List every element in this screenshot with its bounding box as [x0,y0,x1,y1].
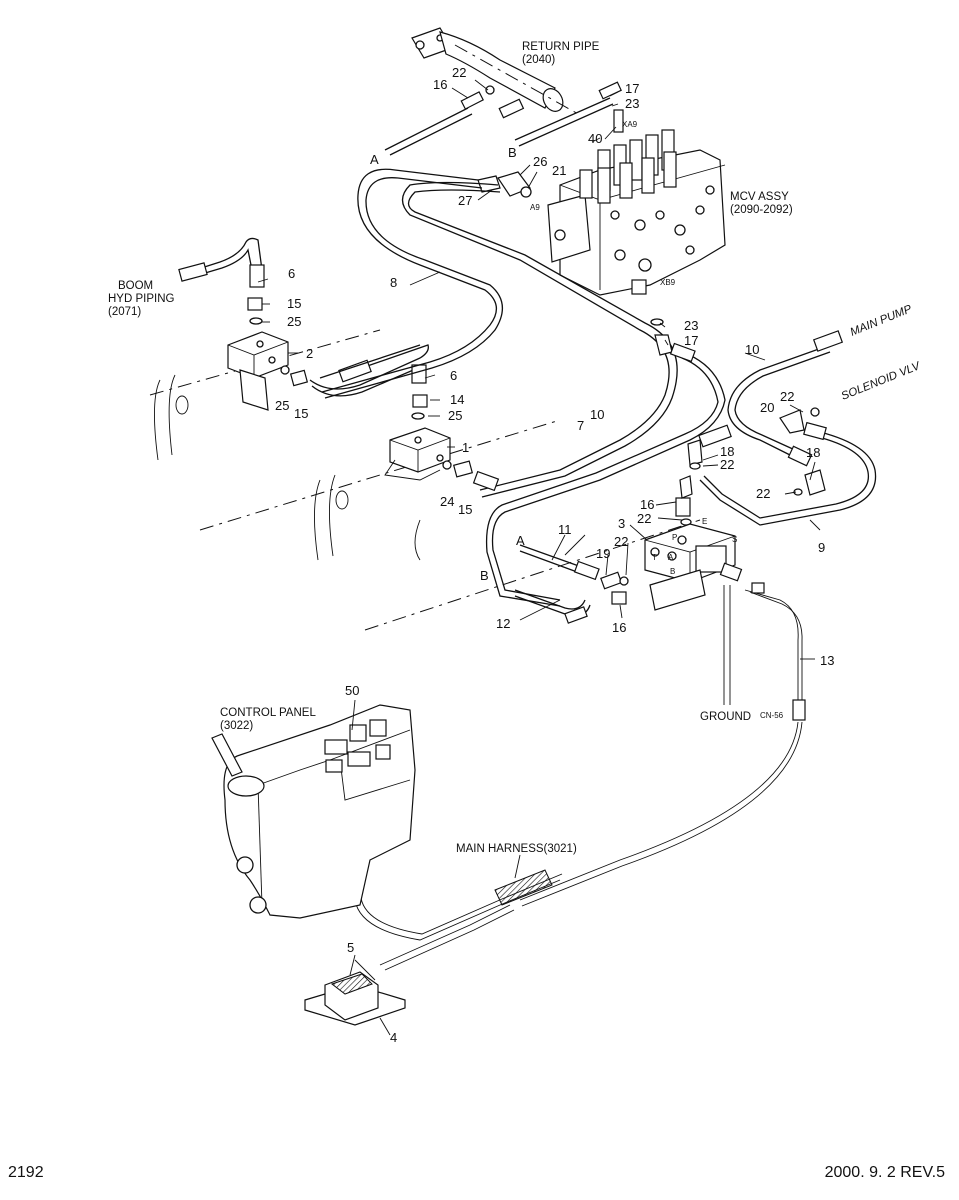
callout-15-lower: 15 [458,502,472,517]
callout-16-mid: 16 [640,497,654,512]
port-t: T [652,553,657,562]
hose-12 [514,589,627,624]
label-boom: BOOM [118,280,153,292]
callout-22-fitting: 22 [720,457,734,472]
callout-22-valve: 22 [637,511,651,526]
callout-10-left: 10 [590,407,604,422]
callout-25-lower: 25 [448,408,462,423]
return-pipe [411,27,581,116]
callout-25-upper: 25 [287,314,301,329]
hose-a-upper [384,85,495,156]
port-xb9: XB9 [660,278,676,287]
callout-14: 14 [450,392,464,407]
callout-3: 3 [618,516,625,531]
label-hyd-piping: HYD PIPING [108,293,175,305]
label-ground: GROUND [700,711,751,723]
callout-24: 24 [440,494,454,509]
callout-2: 2 [306,346,313,361]
callout-16-top: 16 [433,77,447,92]
hose-7 [401,181,678,498]
hose-10-main-pump [727,330,844,496]
callout-25-mid: 25 [275,398,289,413]
hose-b-upper [498,81,622,147]
callout-18-right: 18 [806,445,820,460]
label-main-pump: MAIN PUMP [849,303,914,339]
callout-26: 26 [533,154,547,169]
label-control-panel-ref: (3022) [220,720,253,732]
mcv-fitting-a9 [477,171,532,198]
label-control-panel: CONTROL PANEL [220,707,316,719]
valve-block-1 [384,394,500,492]
control-panel [211,704,416,919]
callout-17-lower: 17 [684,333,698,348]
port-a: A [668,553,674,562]
callout-4: 4 [390,1030,397,1045]
callout-50: 50 [345,683,359,698]
callout-b-lower: B [480,568,489,583]
label-return-pipe-ref: (2040) [522,54,555,66]
callout-15-mid: 15 [294,406,308,421]
callout-27: 27 [458,193,472,208]
callout-numbers: A B A B 1 2 3 4 5 6 6 7 8 9 10 10 11 12 … [275,65,834,1045]
callout-18-left: 18 [720,444,734,459]
callout-23-lower: 23 [684,318,698,333]
harness-13 [519,582,806,907]
callout-13: 13 [820,653,834,668]
callout-6-upper: 6 [288,266,295,281]
callout-8: 8 [390,275,397,290]
callout-22-top: 22 [452,65,466,80]
revision-date: 2000. 9. 2 REV.5 [824,1164,945,1181]
callout-a-lower: A [516,533,525,548]
solenoid-valve-3 [644,475,743,611]
callout-21: 21 [552,163,566,178]
callout-9: 9 [818,540,825,555]
hose-9 [699,407,877,526]
ground-wire [723,585,731,705]
callout-22-solenoid: 22 [780,389,794,404]
callout-16-lower: 16 [612,620,626,635]
hose-10-mcv [485,351,726,607]
callout-15-upper: 15 [287,296,301,311]
callout-23-top: 23 [625,96,639,111]
callout-20: 20 [760,400,774,415]
label-mcv-assy-ref: (2090-2092) [730,204,793,216]
leader-lines [257,79,821,1036]
fitting-18-left [680,424,803,526]
mcv-assy [547,109,726,296]
callout-a-upper: A [370,152,379,167]
callout-5: 5 [347,940,354,955]
port-e: E [702,517,707,526]
foot-pedal [304,959,406,1026]
boom-hyd-piping [178,237,265,325]
callout-22-lower: 22 [614,534,628,549]
port-s: S [732,535,737,544]
callout-11: 11 [558,522,572,537]
port-p: P [672,533,677,542]
callout-40: 40 [588,131,602,146]
hose-6 [309,344,429,397]
hose-8 [321,168,503,399]
port-xa9: XA9 [622,120,638,129]
page-number: 2192 [8,1164,44,1181]
label-cn-56: CN-56 [760,711,784,720]
port-a9: A9 [530,203,540,212]
label-return-pipe: RETURN PIPE [522,41,600,53]
callout-17-top: 17 [625,81,639,96]
hose-11 [519,544,629,590]
callout-12: 12 [496,616,510,631]
callout-b-upper: B [508,145,517,160]
callout-7: 7 [577,418,584,433]
label-solenoid-vlv: SOLENOID VLV [840,360,923,403]
label-mcv-assy: MCV ASSY [730,191,789,203]
callout-19: 19 [596,546,610,561]
port-b: B [670,567,675,576]
valve-block-2 [227,331,309,411]
callout-1: 1 [462,440,469,455]
callout-6-lower: 6 [450,368,457,383]
callout-10-right: 10 [745,342,759,357]
callout-22-hose9: 22 [756,486,770,501]
label-boom-ref: (2071) [108,306,141,318]
label-main-harness: MAIN HARNESS(3021) [456,843,577,855]
